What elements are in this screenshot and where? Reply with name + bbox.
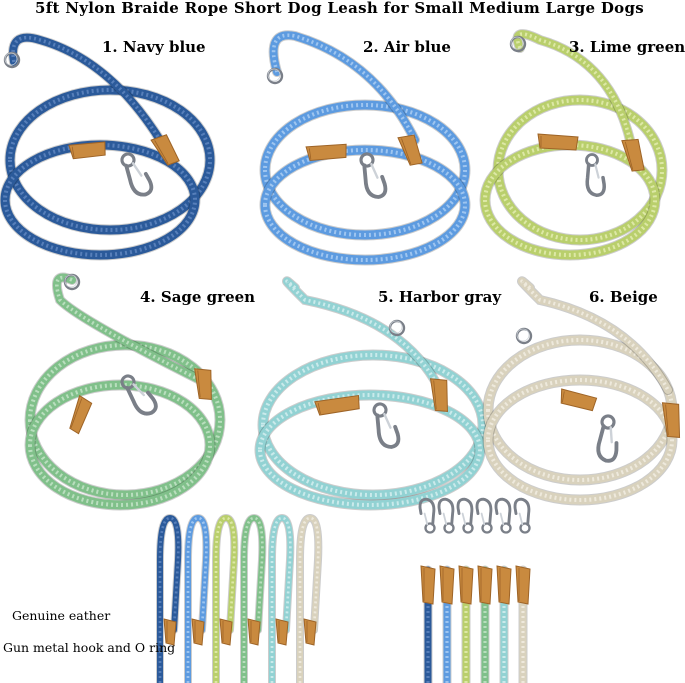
leather-sleeve (560, 388, 598, 412)
rope-coil (482, 374, 678, 506)
rope-handle (268, 30, 420, 145)
leash-label-beige: 6. Beige (589, 288, 658, 306)
leash-photo-4 (24, 272, 226, 511)
leather-sleeve (68, 141, 106, 160)
snap-hook-icon (120, 374, 158, 416)
leash-label-lime-green: 3. Lime green (569, 38, 685, 56)
caption-leather: Genuine eather (12, 608, 111, 623)
leather-sleeve (458, 565, 474, 605)
leather-sleeve (621, 138, 645, 172)
leather-sleeve (661, 402, 681, 438)
leather-sleeve (477, 565, 493, 605)
leather-sleeve (515, 565, 531, 605)
handle-loops-photo (156, 513, 323, 683)
snap-hook-icon (372, 402, 401, 449)
rope-loop (212, 513, 239, 683)
leather-sleeve (247, 618, 261, 646)
rope-handle (517, 276, 673, 395)
leather-sleeve (69, 394, 93, 435)
leather-sleeve (397, 134, 423, 166)
leash-label-navy-blue: 1. Navy blue (102, 38, 206, 56)
rope-coil (492, 94, 668, 246)
leather-sleeve (303, 618, 317, 646)
leather-sleeve (275, 618, 289, 646)
rope-handle (8, 32, 165, 145)
rope-coil (4, 84, 216, 236)
snap-hook-icon (437, 497, 455, 534)
caption-hardware: Gun metal hook and O ring (3, 640, 176, 655)
leather-sleeve (163, 618, 177, 646)
snap-hook-icon (359, 152, 388, 199)
rope-coil (24, 339, 226, 501)
leash-photo-1 (0, 32, 216, 261)
rope-coil (0, 139, 201, 261)
leather-sleeve (420, 565, 436, 605)
rope-handle (282, 276, 445, 395)
snap-hook-icon (494, 497, 512, 534)
rope-coil (257, 349, 489, 501)
leash-photo-3 (479, 29, 668, 261)
leash-label-air-blue: 2. Air blue (363, 38, 451, 56)
rope-coil (254, 389, 486, 511)
snap-hook-icon (475, 497, 493, 534)
leather-sleeve (191, 618, 205, 646)
rope-coil (24, 379, 216, 511)
leather-sleeve (150, 134, 180, 166)
leash-photo-5 (254, 276, 489, 511)
leather-sleeve (537, 133, 579, 151)
leash-label-harbor-gray: 5. Harbor gray (378, 288, 502, 306)
leather-sleeve (194, 368, 212, 400)
snap-hook-icon (418, 497, 436, 534)
snap-hook-icon (513, 497, 531, 534)
snap-hook-icon (120, 152, 154, 197)
rope-coil (259, 99, 471, 241)
snap-hook-icon (585, 153, 606, 197)
snap-hook-icon (596, 414, 619, 463)
leather-sleeve (219, 618, 233, 646)
leather-sleeve (496, 565, 512, 605)
rope-coil (479, 139, 661, 261)
leash-photo-6 (482, 276, 681, 506)
leather-sleeve (314, 394, 360, 416)
rope-handle (52, 272, 205, 385)
snap-hook-icon (456, 497, 474, 534)
rope-loop (268, 513, 295, 683)
rope-loop (156, 513, 183, 683)
leash-photo-2 (259, 30, 471, 266)
leather-sleeve (305, 143, 347, 161)
rope-loop (296, 513, 323, 683)
snap-hooks-photo (418, 497, 531, 683)
page-title: 5ft Nylon Braide Rope Short Dog Leash fo… (34, 0, 644, 17)
rope-loop (240, 513, 267, 683)
rope-loop (184, 513, 211, 683)
leather-sleeve (439, 565, 455, 605)
leash-label-sage-green: 4. Sage green (140, 288, 256, 306)
leather-sleeve (429, 378, 448, 412)
